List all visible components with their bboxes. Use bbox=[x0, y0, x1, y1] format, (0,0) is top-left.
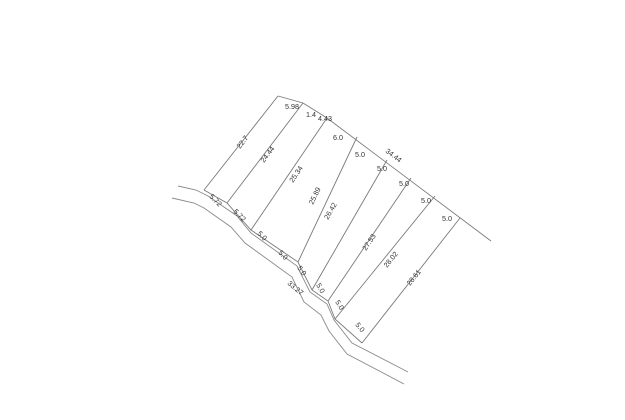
plot-left-boundary bbox=[203, 95, 279, 191]
lot-divider-7 bbox=[361, 217, 461, 344]
front-edge-label-6: 5.0 bbox=[314, 282, 327, 295]
depth-label-1: 24.44 bbox=[258, 144, 276, 164]
depth-label-6: 28.02 bbox=[382, 250, 400, 270]
front-edge-label-1: 5.72 bbox=[208, 192, 224, 208]
depth-label-4: 26.42 bbox=[322, 201, 339, 221]
lot-lines bbox=[203, 95, 492, 344]
top-edge-total-label: 34.44 bbox=[384, 146, 404, 164]
top-edge-label-8: 5.0 bbox=[421, 196, 431, 205]
plot-front-boundary bbox=[203, 189, 363, 344]
dimension-labels: 5.98 1.4 4.43 6.0 5.0 5.0 5.0 5.0 5.0 34… bbox=[208, 102, 452, 334]
plot-top-boundary bbox=[277, 95, 492, 242]
top-edge-label-1: 5.98 bbox=[285, 102, 299, 111]
road-edge-upper bbox=[177, 185, 409, 373]
depth-label-5: 27.53 bbox=[360, 232, 378, 252]
road-edge-lower bbox=[171, 197, 405, 385]
lot-divider-4 bbox=[311, 159, 388, 291]
lot-divider-1 bbox=[226, 102, 304, 204]
front-edge-total-label: 33.27 bbox=[286, 279, 306, 297]
lot-divider-2 bbox=[250, 117, 328, 231]
depth-label-7: 28.61 bbox=[405, 268, 423, 288]
front-edge-label-8: 5.0 bbox=[353, 321, 366, 334]
depth-label-2: 25.34 bbox=[287, 164, 305, 184]
top-edge-label-9: 5.0 bbox=[442, 214, 452, 223]
lot-divider-5 bbox=[327, 177, 412, 302]
top-edge-label-4: 6.0 bbox=[333, 133, 343, 142]
left-edge-label: 22.7 bbox=[234, 134, 250, 151]
front-edge-label-2: 5.72 bbox=[232, 207, 248, 223]
depth-label-3: 25.89 bbox=[307, 186, 323, 206]
lot-divider-6 bbox=[334, 195, 436, 320]
top-edge-label-2: 1.4 bbox=[306, 110, 316, 119]
lot-divider-3 bbox=[297, 136, 358, 263]
top-edge-label-5: 5.0 bbox=[355, 150, 365, 159]
top-edge-label-3: 4.43 bbox=[318, 114, 332, 123]
front-edge-label-7: 5.0 bbox=[333, 298, 346, 311]
top-edge-label-6: 5.0 bbox=[377, 164, 387, 173]
top-edge-label-7: 5.0 bbox=[399, 179, 409, 188]
road-edges bbox=[171, 185, 409, 385]
